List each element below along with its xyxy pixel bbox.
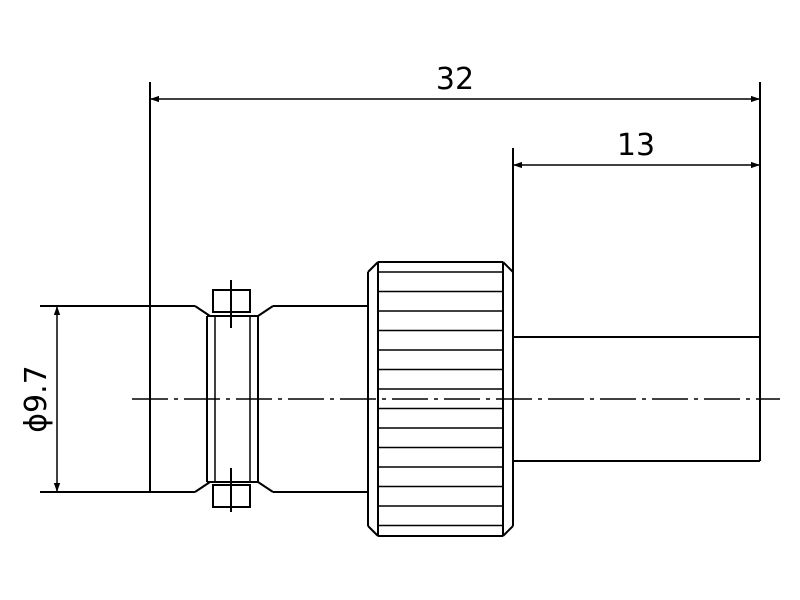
dimension-rear-length-label: 13 <box>617 128 655 163</box>
mid-body <box>257 305 368 493</box>
knurl-lines <box>378 271 503 527</box>
dimension-diameter: ϕ9.7 <box>19 306 61 492</box>
front-body <box>40 82 211 493</box>
bayonet-collar <box>206 315 259 483</box>
dimension-overall-length: 32 <box>150 62 760 103</box>
knurled-nut <box>367 261 514 537</box>
dimension-overall-length-label: 32 <box>436 62 474 97</box>
bayonet-pin-top <box>212 280 251 328</box>
dimension-diameter-label: ϕ9.7 <box>19 365 54 433</box>
rear-sleeve <box>512 82 761 462</box>
dimension-rear-length: 13 <box>513 128 760 169</box>
bayonet-pin-bottom <box>212 468 251 512</box>
